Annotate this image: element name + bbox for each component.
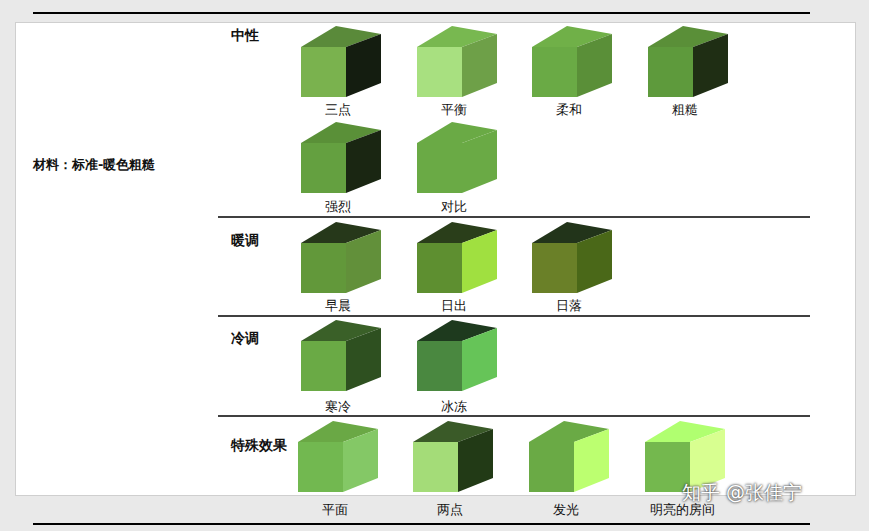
- cube-shape: [413, 421, 494, 493]
- cube-side-face: [462, 34, 497, 97]
- cube-caption: 三点: [325, 102, 351, 118]
- cube-caption: 日落: [556, 298, 582, 314]
- category-heading: 中性: [231, 27, 259, 44]
- lighting-cube: 日出: [417, 222, 497, 293]
- cube-side-face: [577, 230, 612, 293]
- cube-caption: 对比: [441, 199, 467, 215]
- cube-front-face: [301, 341, 346, 391]
- cube-side-face: [346, 230, 381, 293]
- cube-caption: 日出: [441, 298, 467, 314]
- cube-front-face: [532, 243, 577, 293]
- panel: [16, 23, 856, 496]
- cube-front-face: [301, 243, 346, 293]
- cube-shape: [529, 421, 610, 493]
- cube-side-face: [462, 230, 497, 293]
- cube-shape: [298, 421, 379, 493]
- watermark: 知乎 @张佳宁: [682, 481, 802, 504]
- rule-line: [33, 12, 810, 14]
- cube-front-face: [648, 47, 693, 97]
- cube-front-face: [417, 47, 462, 97]
- cube-caption: 柔和: [556, 102, 582, 118]
- cube-shape: [417, 122, 498, 194]
- cube-front-face: [529, 442, 574, 492]
- lighting-cube: 强烈: [301, 122, 381, 193]
- cube-side-face: [346, 328, 381, 391]
- cube-shape: [648, 26, 729, 98]
- row-separator: [218, 415, 810, 417]
- cube-shape: [532, 222, 613, 294]
- cube-side-face: [346, 130, 381, 193]
- lighting-cube: 柔和: [532, 26, 612, 97]
- cube-side-face: [462, 328, 497, 391]
- cube-caption: 两点: [437, 502, 463, 518]
- cube-caption: 发光: [553, 502, 579, 518]
- lighting-cube: 平衡: [417, 26, 497, 97]
- cube-side-face: [577, 34, 612, 97]
- cube-side-face: [693, 34, 728, 97]
- cube-shape: [417, 320, 498, 392]
- cube-side-face: [346, 34, 381, 97]
- lighting-cube: 冰冻: [417, 320, 497, 391]
- cube-shape: [301, 26, 382, 98]
- cube-front-face: [417, 243, 462, 293]
- cube-caption: 寒冷: [325, 399, 351, 415]
- lighting-cube: 平面: [298, 421, 378, 492]
- cube-caption: 平面: [322, 502, 348, 518]
- lighting-cube: 发光: [529, 421, 609, 492]
- cube-shape: [301, 320, 382, 392]
- cube-caption: 平衡: [441, 102, 467, 118]
- lighting-cube: 寒冷: [301, 320, 381, 391]
- cube-shape: [417, 26, 498, 98]
- cube-front-face: [301, 47, 346, 97]
- lighting-cube: 早晨: [301, 222, 381, 293]
- cube-side-face: [343, 429, 378, 492]
- cube-shape: [301, 122, 382, 194]
- row-separator: [218, 216, 810, 218]
- material-label: 材料：标准-暖色粗糙: [33, 157, 155, 173]
- cube-caption: 明亮的房间: [650, 502, 715, 518]
- lighting-cube: 对比: [417, 122, 497, 193]
- cube-front-face: [298, 442, 343, 492]
- rule-line: [33, 523, 810, 525]
- cube-front-face: [417, 143, 462, 193]
- cube-front-face: [532, 47, 577, 97]
- cube-front-face: [301, 143, 346, 193]
- category-heading: 暖调: [231, 232, 259, 249]
- cube-caption: 强烈: [325, 199, 351, 215]
- cube-front-face: [413, 442, 458, 492]
- cube-shape: [532, 26, 613, 98]
- lighting-cube: 粗糙: [648, 26, 728, 97]
- cube-side-face: [574, 429, 609, 492]
- category-heading: 冷调: [231, 330, 259, 347]
- cube-shape: [417, 222, 498, 294]
- lighting-cube: 日落: [532, 222, 612, 293]
- row-separator: [218, 315, 810, 317]
- cube-side-face: [458, 429, 493, 492]
- cube-caption: 冰冻: [441, 399, 467, 415]
- cube-front-face: [417, 341, 462, 391]
- lighting-cube: 三点: [301, 26, 381, 97]
- cube-side-face: [462, 130, 497, 193]
- cube-caption: 粗糙: [672, 102, 698, 118]
- cube-caption: 早晨: [325, 298, 351, 314]
- lighting-cube: 两点: [413, 421, 493, 492]
- cube-shape: [301, 222, 382, 294]
- category-heading: 特殊效果: [231, 437, 287, 454]
